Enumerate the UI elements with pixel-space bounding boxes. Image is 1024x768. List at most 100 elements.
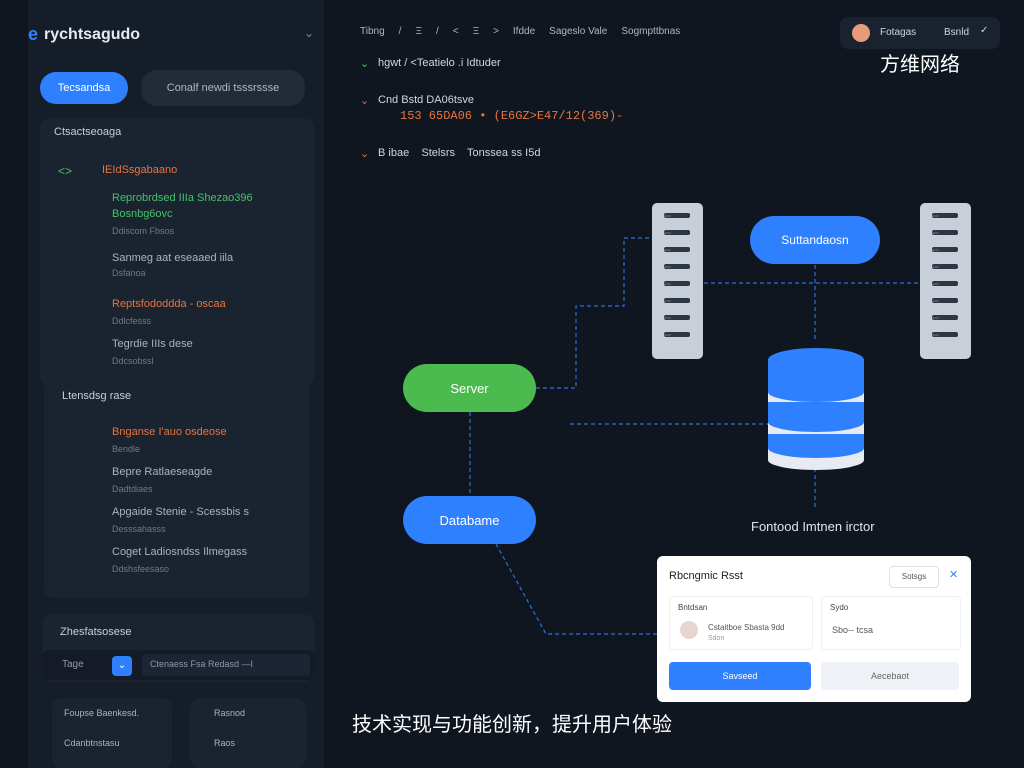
- panel-list: Ltensdsg rase Bnganse I'auo osdeose Bend…: [44, 380, 310, 598]
- rack-slot: ooo: [932, 315, 958, 320]
- rack-slot: ooo: [664, 213, 690, 218]
- filter-select[interactable]: [142, 654, 310, 676]
- card-d: Raos: [214, 738, 236, 748]
- breadcrumb-item[interactable]: Ξ: [415, 26, 422, 37]
- list-item-title-2: Bosnbg6ovc: [112, 208, 173, 220]
- breadcrumb-item[interactable]: Ifdde: [512, 26, 536, 37]
- list-item-title[interactable]: Bnganse I'auo osdeose: [112, 426, 227, 438]
- breadcrumb-sep: /: [398, 26, 402, 37]
- server-rack-right[interactable]: ooo ooo ooo ooo ooo ooo ooo ooo: [920, 203, 971, 359]
- dialog-primary-button[interactable]: Savseed: [669, 662, 811, 690]
- service-node[interactable]: Suttandaosn: [750, 216, 880, 264]
- breadcrumb-item[interactable]: Tibng: [360, 26, 385, 37]
- dialog-title: Rbcngmic Rsst: [669, 570, 743, 582]
- storage-caption: Fontood Imtnen irctor: [751, 519, 875, 534]
- chevron-down-icon[interactable]: ⌄: [112, 656, 132, 676]
- server-rack-left[interactable]: ooo ooo ooo ooo ooo ooo ooo ooo: [652, 203, 703, 359]
- rack-slot: ooo: [932, 213, 958, 218]
- bottom-card-right[interactable]: Rasnod Raos: [190, 698, 306, 768]
- expand-icon: ⌄: [360, 95, 370, 107]
- list-item-title[interactable]: Apgaide Stenie - Scessbis s: [112, 506, 249, 518]
- list-item-title[interactable]: Reprobrdsed IIIa Shezao396: [112, 192, 253, 204]
- dialog-top-button[interactable]: Sotsgs: [889, 566, 939, 588]
- rack-slot: ooo: [932, 332, 958, 337]
- dialog-col1-label: Bntdsan: [678, 603, 708, 612]
- secondary-button[interactable]: Conalf newdi tsssrssse: [141, 70, 305, 106]
- rack-slot: ooo: [664, 230, 690, 235]
- card-c: Cdanbtnstasu: [64, 738, 120, 748]
- card-b: Rasnod: [214, 708, 246, 718]
- list-item-title[interactable]: Tegrdie IIIs dese: [112, 338, 193, 350]
- panel-title: Ltensdsg rase: [62, 390, 132, 402]
- storage-icon[interactable]: [766, 340, 866, 470]
- dialog-col-2[interactable]: Sydo Sbo-- tcsa: [821, 596, 961, 650]
- list-item-title[interactable]: Bepre Ratlaeseagde: [112, 466, 213, 478]
- user-menu[interactable]: Fotagas Bsnld ✓: [840, 17, 1000, 49]
- rack-slot: ooo: [664, 264, 690, 269]
- rack-slot: ooo: [932, 247, 958, 252]
- caption: 技术实现与功能创新，提升用户体验: [352, 712, 672, 736]
- list-item-sub: Ddlcfesss: [112, 316, 152, 326]
- breadcrumb-item[interactable]: >: [493, 26, 499, 37]
- list-item-sub: Dsfanoa: [112, 268, 146, 278]
- watermark: 方维网络: [880, 52, 960, 76]
- breadcrumb-item[interactable]: Sageslo Vale: [549, 26, 608, 37]
- list-item-title[interactable]: Reptsfododdda - oscaa: [112, 298, 226, 310]
- card-a: Foupse Baenkesd.: [64, 708, 140, 718]
- log-line-2b: 153 65DA06 • (E6GZ>E47/12(369)-: [400, 109, 624, 123]
- server-node[interactable]: Server: [403, 364, 536, 412]
- brand[interactable]: e rychtsagudo: [28, 24, 140, 45]
- dialog-col2-text: Sbo-- tcsa: [832, 625, 874, 635]
- expand-icon: ⌄: [360, 148, 370, 160]
- rack-slot: ooo: [932, 298, 958, 303]
- panel-title: Zhesfatsosese: [60, 626, 132, 638]
- primary-button[interactable]: Tecsandsa: [40, 72, 128, 104]
- list-item-title[interactable]: Coget Ladiosndss Ilmegass: [112, 546, 248, 558]
- dialog-col2-label: Sydo: [830, 603, 849, 612]
- chevron-down-icon[interactable]: ⌄: [304, 26, 315, 40]
- breadcrumb-item[interactable]: Sogmpttbnas: [621, 26, 681, 37]
- avatar: [680, 621, 698, 639]
- close-icon[interactable]: ✕: [949, 569, 959, 581]
- link-server-rack: [536, 237, 652, 389]
- filter-value: Ctenaess Fsa Redasd —I: [150, 659, 254, 669]
- dialog-secondary-button[interactable]: Aecebaot: [821, 662, 959, 690]
- panel-filter: Zhesfatsosese Tage ⌄ Ctenaess Fsa Redasd…: [42, 614, 314, 682]
- filter-prefix: Tage: [62, 659, 84, 670]
- list-item-sub: Dadtdiaes: [112, 484, 153, 494]
- database-node[interactable]: Databame: [403, 496, 536, 544]
- breadcrumb-item[interactable]: <: [452, 26, 459, 37]
- check-icon: ⌄: [360, 58, 370, 70]
- brand-name: rychtsagudo: [44, 25, 141, 43]
- list-item-sub: Desssahasss: [112, 524, 166, 534]
- rack-slot: ooo: [664, 298, 690, 303]
- rack-slot: ooo: [664, 332, 690, 337]
- dialog-col-1[interactable]: Bntdsan Cstaitboe Sbasta 9dd Sdon: [669, 596, 813, 650]
- avatar: [852, 24, 870, 42]
- log-line-2a: Cnd Bstd DA06tsve: [378, 94, 474, 106]
- chevron-down-icon: ✓: [980, 25, 989, 36]
- user-role: Bsnld: [944, 27, 970, 38]
- list-item-title[interactable]: Sanmeg aat eseaaed iila: [112, 252, 234, 264]
- logo-icon: e: [28, 24, 39, 44]
- code-icon: <>: [58, 164, 73, 178]
- rack-slot: ooo: [932, 281, 958, 286]
- rack-slot: ooo: [932, 264, 958, 269]
- list-item-sub: Ddiscom Fbsos: [112, 226, 175, 236]
- dialog-col1-sub: Sdon: [708, 635, 725, 642]
- log-line-3: B ibae Stelsrs Tonssea ss I5d: [378, 147, 541, 159]
- panel-header: IEIdSsgabaano: [102, 164, 178, 176]
- panel-recent: Ctsactseoaga <> IEIdSsgabaano Reprobrdse…: [40, 118, 314, 386]
- rack-slot: ooo: [932, 230, 958, 235]
- log-line-1: hgwt / <Teatielo .i Idtuder: [378, 57, 501, 69]
- link-database-dialog: [495, 543, 658, 635]
- bottom-card-left[interactable]: Foupse Baenkesd. Cdanbtnstasu: [52, 698, 172, 768]
- breadcrumb-sep: /: [435, 26, 439, 37]
- rack-slot: ooo: [664, 281, 690, 286]
- rack-slot: ooo: [664, 247, 690, 252]
- sidebar: e rychtsagudo ⌄ Tecsandsa Conalf newdi t…: [28, 0, 324, 768]
- dialog: Rbcngmic Rsst Sotsgs ✕ Bntdsan Cstaitboe…: [657, 556, 971, 702]
- breadcrumb-item[interactable]: Ξ: [472, 26, 480, 37]
- dialog-col1-text: Cstaitboe Sbasta 9dd: [708, 623, 785, 632]
